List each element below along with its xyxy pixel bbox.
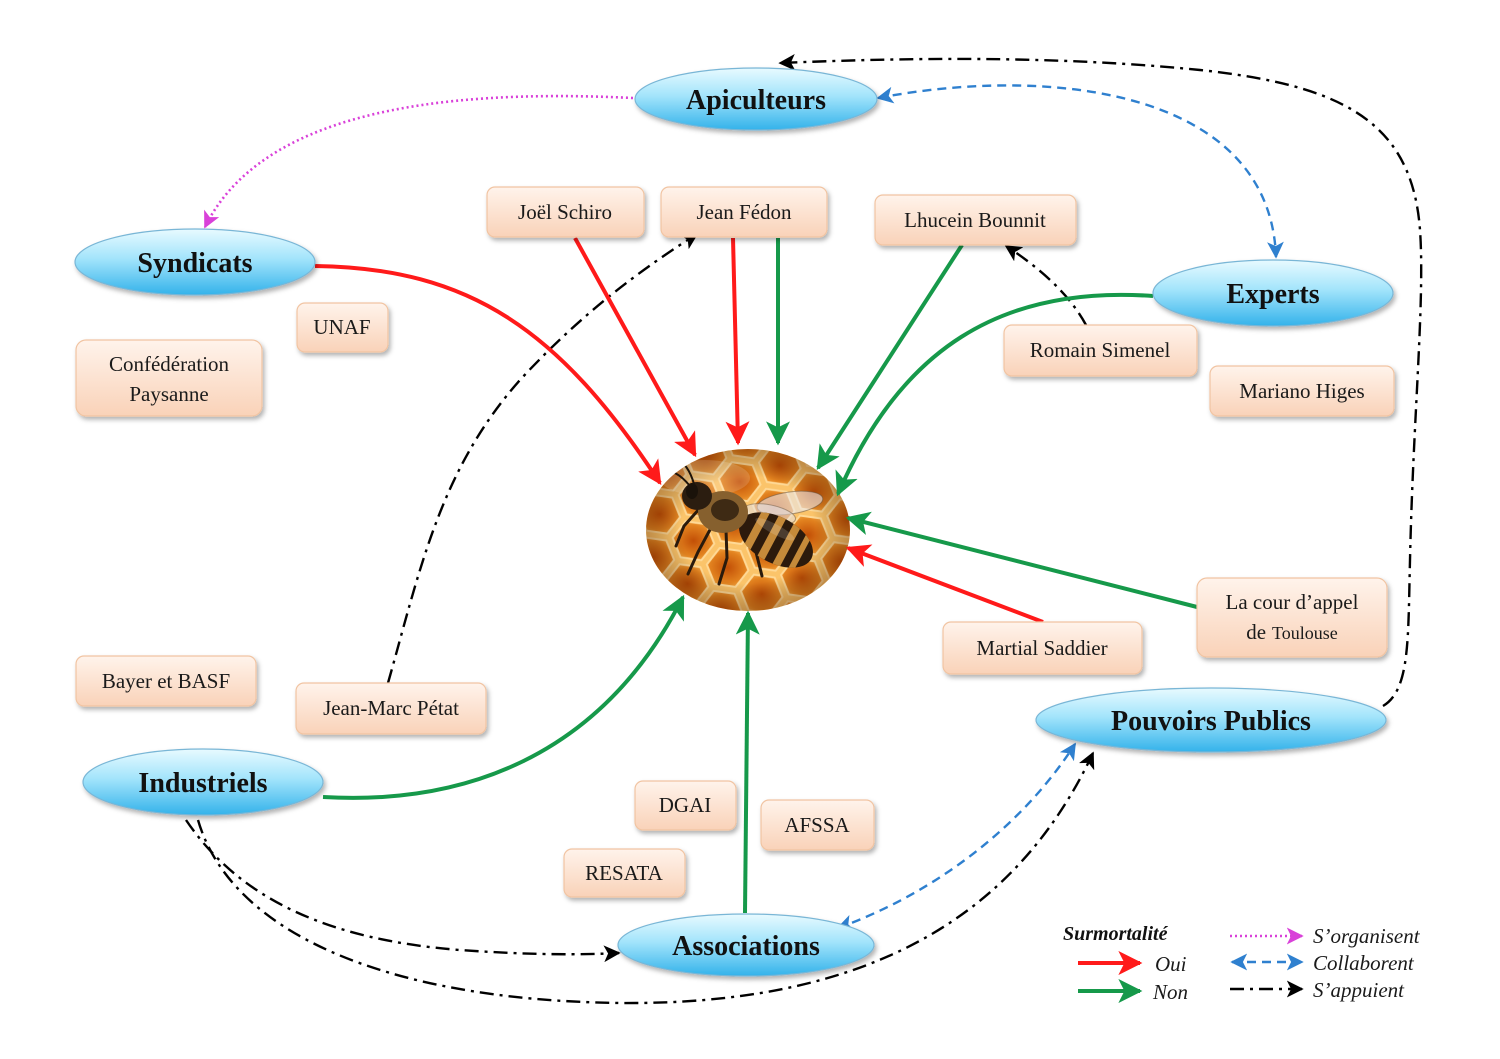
arrow-industriels-to-associations: [185, 819, 621, 963]
actor-pouvoirs-publics: Pouvoirs Publics: [1035, 687, 1387, 753]
arrow-lhucein-bounnit-non: [816, 243, 964, 471]
actor-pouvoirs-publics-label: Pouvoirs Publics: [1111, 706, 1311, 737]
actor-apiculteurs-label: Apiculteurs: [686, 85, 826, 116]
box-confederation-paysanne-line1: Confédération: [109, 352, 230, 376]
box-bayer-basf-label: Bayer et BASF: [102, 669, 230, 693]
box-unaf: UNAF: [296, 302, 389, 353]
arrow-syndicats-oui: [314, 264, 662, 486]
bee-head: [682, 482, 712, 510]
box-afssa: AFSSA: [760, 799, 875, 851]
box-dgai: DGAI: [634, 780, 737, 831]
arrow-joel-schiro-oui: [573, 237, 697, 458]
arrow-associations-pouvoirs-publics: [836, 742, 1077, 931]
box-cour-appel-line2: de Toulouse: [1246, 620, 1338, 644]
legend-appuient-label: S’appuient: [1313, 978, 1405, 1002]
box-cour-appel-place: Toulouse: [1272, 623, 1338, 643]
arrow-romain-simenel-to-lhucein-bounnit: [1004, 244, 1088, 326]
arrow-associations-non: [735, 610, 760, 914]
box-jean-marc-petat: Jean-Marc Pétat: [295, 682, 487, 735]
box-lhucein-bounnit-label: Lhucein Bounnit: [904, 208, 1046, 232]
arrow-martial-saddier-oui: [845, 544, 1044, 624]
box-jean-fedon-label: Jean Fédon: [696, 200, 792, 224]
box-martial-saddier-label: Martial Saddier: [976, 636, 1107, 660]
legend-non-label: Non: [1152, 980, 1188, 1004]
box-dgai-label: DGAI: [659, 793, 712, 817]
legend: Surmortalité Oui Non S’organisent Collab…: [1063, 923, 1421, 1004]
actor-industriels: Industriels: [82, 748, 324, 816]
box-cour-appel-toulouse: La cour d’appel de Toulouse: [1196, 577, 1388, 658]
bee-on-honeycomb-image: [646, 449, 850, 611]
box-joel-schiro-label: Joël Schiro: [518, 200, 612, 224]
stakeholders-layer: Joël Schiro Jean Fédon Lhucein Bounnit U…: [75, 186, 1395, 898]
arrow-jean-fedon-oui: [725, 237, 750, 446]
arrow-apiculteurs-experts: [876, 84, 1284, 259]
box-bayer-basf: Bayer et BASF: [75, 655, 257, 707]
box-lhucein-bounnit: Lhucein Bounnit: [874, 194, 1077, 246]
legend-oui-label: Oui: [1155, 952, 1187, 976]
arrows-layer: [185, 53, 1423, 1005]
box-jean-fedon: Jean Fédon: [660, 186, 828, 238]
box-cour-appel-line1: La cour d’appel: [1226, 590, 1359, 614]
box-romain-simenel: Romain Simenel: [1003, 324, 1198, 377]
actor-experts-label: Experts: [1226, 279, 1319, 310]
arrow-pouvoirs-publics-to-apiculteurs: [778, 53, 1423, 708]
box-joel-schiro: Joël Schiro: [486, 186, 645, 238]
box-resata: RESATA: [563, 848, 686, 898]
box-afssa-label: AFSSA: [784, 813, 850, 837]
legend-organisent-label: S’organisent: [1313, 924, 1421, 948]
actor-syndicats-label: Syndicats: [137, 248, 252, 279]
box-mariano-higes: Mariano Higes: [1209, 365, 1395, 417]
arrow-experts-non: [835, 292, 1154, 497]
box-romain-simenel-label: Romain Simenel: [1030, 338, 1171, 362]
legend-title: Surmortalité: [1063, 923, 1169, 945]
arrow-jean-marc-petat-to-jean-fedon: [386, 232, 699, 684]
arrow-industriels-non: [322, 594, 685, 800]
arrow-apiculteurs-to-syndicats: [203, 94, 634, 229]
actor-associations: Associations: [617, 913, 875, 977]
legend-collaborent-label: Collaborent: [1313, 951, 1415, 975]
box-resata-label: RESATA: [585, 861, 663, 885]
actor-industriels-label: Industriels: [138, 768, 267, 799]
actor-experts: Experts: [1152, 259, 1394, 327]
arrow-cour-appel-non: [845, 511, 1198, 609]
actors-layer: Apiculteurs Syndicats Experts Industriel…: [74, 67, 1394, 977]
box-martial-saddier: Martial Saddier: [942, 621, 1143, 675]
box-cour-appel-prefix: de: [1246, 620, 1266, 644]
box-unaf-label: UNAF: [313, 315, 370, 339]
box-confederation-paysanne: Confédération Paysanne: [75, 339, 263, 417]
box-jean-marc-petat-label: Jean-Marc Pétat: [323, 696, 459, 720]
arrow-industriels-to-pouvoirs-publics: [196, 751, 1095, 1005]
box-confederation-paysanne-line2: Paysanne: [129, 382, 208, 406]
actor-apiculteurs: Apiculteurs: [634, 67, 878, 131]
actor-associations-label: Associations: [672, 931, 820, 962]
box-mariano-higes-label: Mariano Higes: [1239, 379, 1364, 403]
actor-syndicats: Syndicats: [74, 228, 316, 296]
bee-abdomen: [738, 501, 817, 580]
